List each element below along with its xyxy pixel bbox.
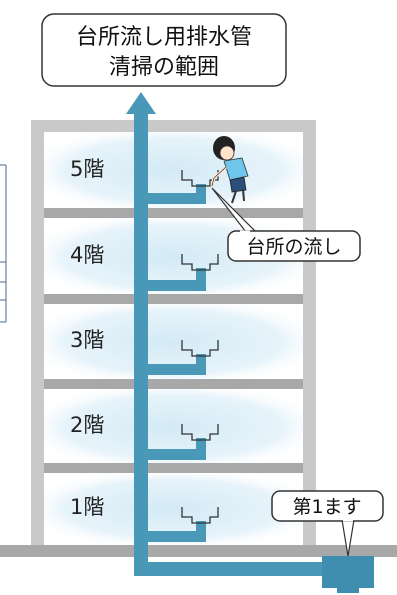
floor-label-2: 2階 [70,413,104,437]
sink-trap-icon [181,170,219,524]
ground-line [0,545,397,557]
vertical-stack [134,112,148,576]
first-basin-label: 第1ます [292,496,361,518]
floor-branches [148,184,206,542]
floor-label-4: 4階 [70,243,104,267]
floor-labels: 5階 4階 3階 2階 1階 [70,157,104,519]
horizontal-to-basin [134,562,334,576]
drain-pipe [126,92,334,576]
title-line-1: 台所流し用排水管 [76,25,252,50]
person-cleaning-icon [210,136,249,204]
first-basin-callout: 第1ます [271,490,384,557]
first-basin [322,556,374,593]
kitchen-sink-label: 台所の流し [246,236,341,258]
floor-label-5: 5階 [70,157,104,181]
kitchen-sink-callout: 台所の流し [211,187,361,262]
floor-slabs [44,208,303,473]
title-box: 台所流し用排水管 清掃の範囲 [41,13,287,87]
floor-label-3: 3階 [70,328,104,352]
title-line-2: 清掃の範囲 [109,55,219,80]
side-structure [0,164,7,323]
pipe-arrow-head [126,92,156,114]
floor-label-1: 1階 [70,495,104,519]
